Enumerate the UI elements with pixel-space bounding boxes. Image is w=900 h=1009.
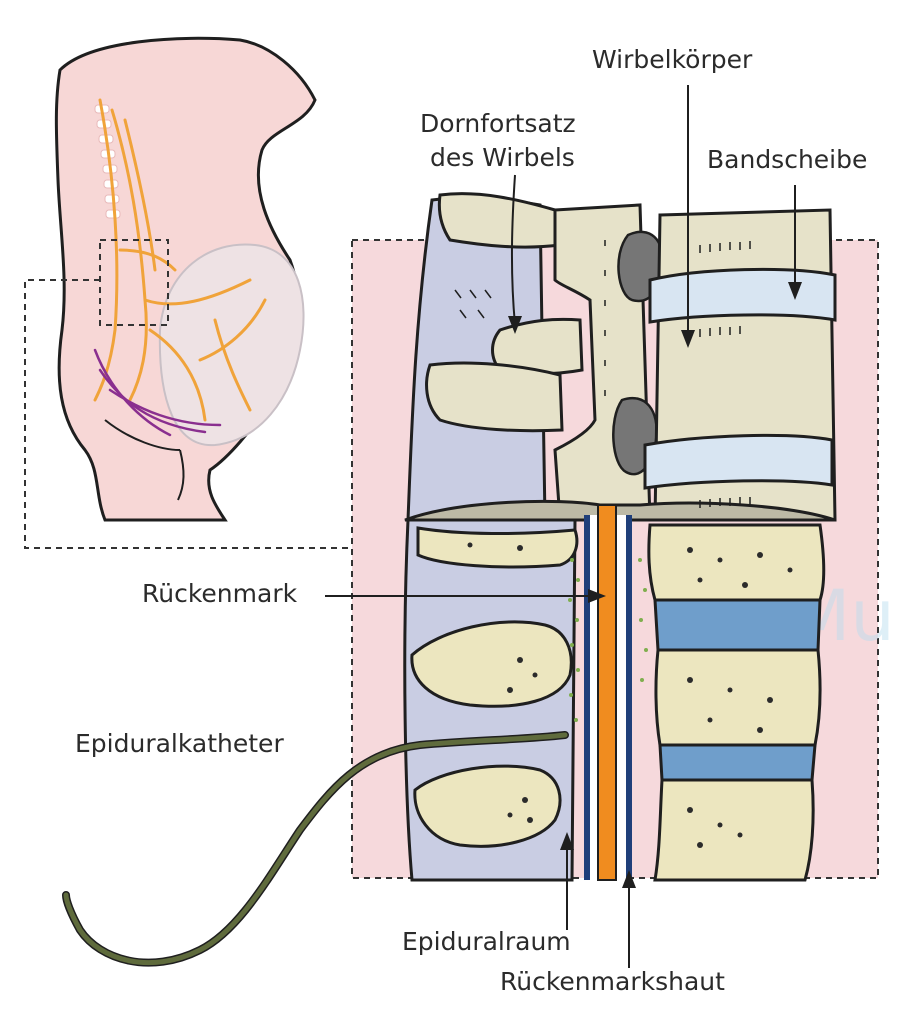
uterus-outline: [160, 244, 304, 445]
intervertebral-disc-lower: [645, 435, 832, 488]
spinal-cord: [598, 505, 616, 880]
dura-right: [626, 515, 632, 880]
lower-spine-section: [405, 505, 824, 880]
vertebral-body-section-1: [649, 525, 824, 600]
vertebral-body-section-3: [655, 780, 813, 880]
intervertebral-disc-upper: [650, 269, 835, 322]
label-epiduralraum: Epiduralraum: [402, 927, 571, 956]
label-dornfortsatz-line1: Dornfortsatz: [420, 109, 576, 138]
spinous-section-3: [415, 766, 560, 846]
spinous-process-top: [439, 194, 560, 247]
dura-left: [584, 515, 590, 880]
spinous-section-1: [418, 528, 577, 567]
disc-section-1: [655, 600, 820, 650]
label-dornfortsatz-line2: des Wirbels: [430, 143, 575, 172]
label-rueckenmarkshaut: Rückenmarkshaut: [500, 967, 725, 996]
upper-spine-3d: [405, 194, 835, 520]
label-bandscheibe: Bandscheibe: [707, 145, 867, 174]
label-epiduralkatheter: Epiduralkatheter: [75, 729, 284, 758]
label-rueckenmark: Rückenmark: [142, 579, 298, 608]
spinous-process-lower: [427, 363, 562, 431]
label-wirbelkoerper: Wirbelkörper: [592, 45, 753, 74]
disc-section-2: [660, 745, 815, 780]
vertebral-body-section-2: [656, 650, 820, 745]
